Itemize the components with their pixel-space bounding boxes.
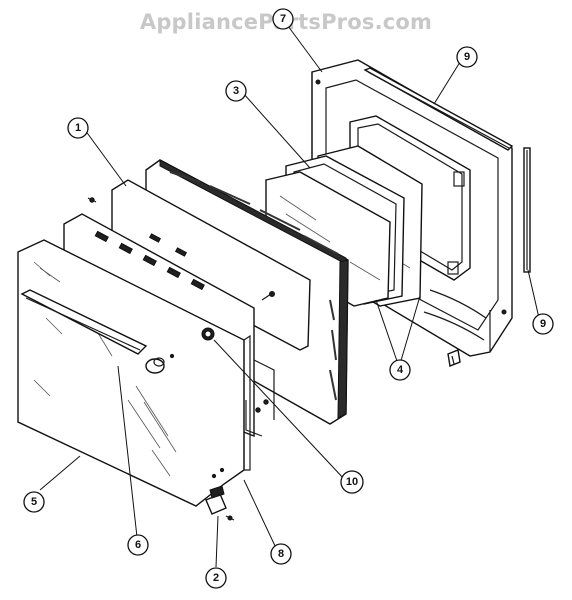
callout-label: 9 [464,51,470,63]
callout-10: 10 [340,470,364,494]
callout-7: 7 [272,8,294,30]
callout-9-top: 9 [456,46,478,68]
callout-2: 2 [205,567,227,589]
top-trim-strip [363,67,514,151]
callout-label: 2 [213,572,219,584]
callout-6: 6 [127,534,149,556]
callout-label: 5 [31,496,37,508]
callout-label: 4 [397,364,404,376]
leader-lines [39,25,540,568]
callout-1: 1 [67,117,89,139]
callout-5: 5 [23,491,45,513]
hinge-bracket [205,467,235,521]
callout-8: 8 [270,543,292,565]
callout-label: 3 [233,85,239,97]
callout-label: 6 [135,539,141,551]
outer-door-panel [17,239,251,507]
callout-label: 10 [346,476,358,488]
callout-label: 1 [75,122,81,134]
callout-label: 8 [278,548,284,560]
side-trim-strip [523,147,531,273]
callout-4: 4 [389,359,411,381]
callout-9-side: 9 [532,313,554,335]
door-clip [447,349,461,367]
door-handle [20,289,175,374]
callout-3: 3 [225,80,247,102]
callout-label: 9 [540,318,546,330]
callout-label: 7 [280,13,286,25]
